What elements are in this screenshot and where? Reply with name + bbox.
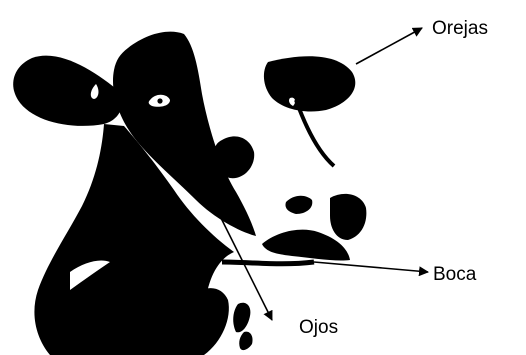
mouth-pointer-line xyxy=(313,261,429,277)
cheek-neck-patch xyxy=(34,124,234,355)
ears-pointer-line xyxy=(355,27,423,65)
right-ear xyxy=(263,56,356,112)
eyes-label: Ojos xyxy=(299,317,339,338)
head-left-patch xyxy=(112,31,256,237)
left-ear xyxy=(13,55,123,126)
jaw-contour xyxy=(221,259,315,267)
right-ear-highlight xyxy=(289,97,296,106)
cheek-spot xyxy=(213,136,255,179)
nostril-spot xyxy=(330,193,367,240)
neck-right-patch xyxy=(233,302,251,333)
ears-label: Orejas xyxy=(432,18,488,39)
eyes-pointer-line xyxy=(185,147,273,321)
mouth-label: Boca xyxy=(433,264,477,285)
neck-highlight xyxy=(70,260,110,290)
right-cheek-contour xyxy=(294,99,336,168)
left-ear-highlight xyxy=(90,84,99,99)
mouth-dark xyxy=(262,229,350,261)
muzzle-upper-spot xyxy=(285,195,313,214)
neck-lower-patch xyxy=(180,288,229,355)
neck-right-patch-2 xyxy=(239,331,253,351)
eye-pupil xyxy=(157,98,163,104)
